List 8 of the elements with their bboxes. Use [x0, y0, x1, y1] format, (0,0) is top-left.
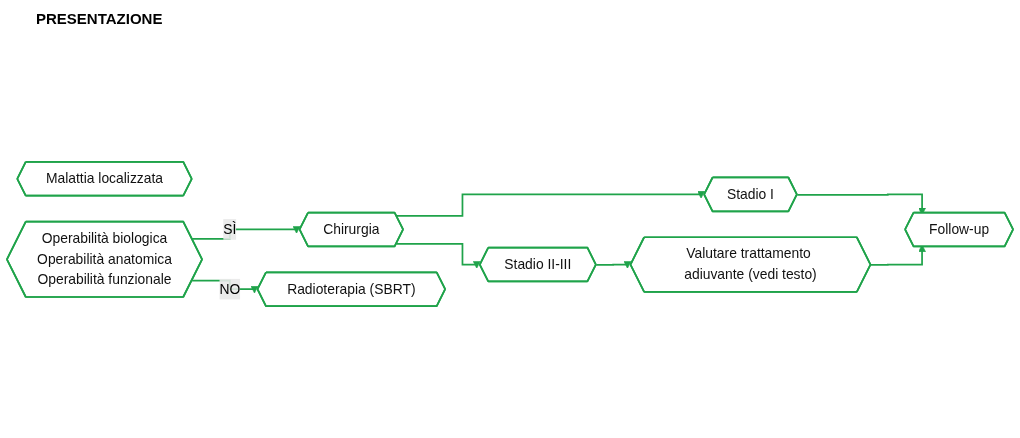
arrow [395, 191, 705, 217]
arrow [395, 243, 481, 269]
diagram-title: PRESENTAZIONE [36, 10, 163, 27]
arrow [595, 261, 632, 269]
edge-label: SÌ [223, 221, 237, 237]
arrow [191, 279, 259, 294]
arrow [191, 226, 301, 240]
edge-label: NO [219, 281, 241, 297]
